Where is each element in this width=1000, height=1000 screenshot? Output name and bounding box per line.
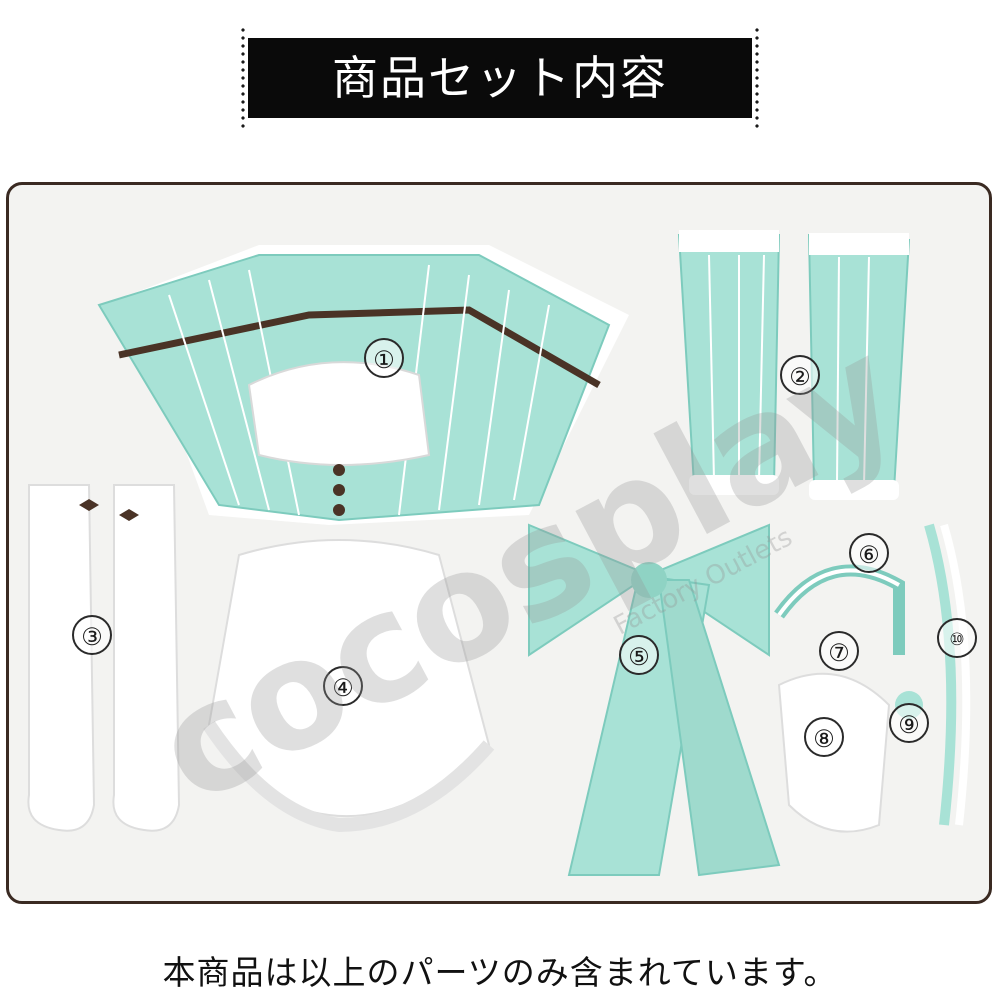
- headband-item: [774, 564, 905, 655]
- header-title: 商品セット内容: [332, 51, 668, 105]
- label-6: ⑥: [849, 533, 889, 573]
- label-2: ②: [780, 355, 820, 395]
- socks-item: [27, 484, 181, 832]
- label-1: ①: [364, 338, 404, 378]
- label-9: ⑨: [889, 703, 929, 743]
- product-frame: ① ② ③ ④ ⑤ ⑥ ⑦ ⑧ ⑨ ⑩ cocosplay Factory Ou…: [6, 182, 992, 904]
- footer-note: 本商品は以上のパーツのみ含まれています。: [162, 953, 838, 992]
- lace-strip-item: [924, 523, 971, 826]
- bow-item: [528, 523, 781, 877]
- label-5: ⑤: [619, 635, 659, 675]
- label-7: ⑦: [819, 631, 859, 671]
- label-10: ⑩: [937, 618, 977, 658]
- banner-dots-right: [754, 26, 760, 130]
- label-3: ③: [72, 615, 112, 655]
- banner-dots-left: [240, 26, 246, 130]
- label-8: ⑧: [804, 717, 844, 757]
- sleeves-item: [677, 230, 911, 500]
- dress-item: [97, 245, 629, 525]
- header-banner: 商品セット内容: [248, 38, 752, 118]
- label-4: ④: [323, 666, 363, 706]
